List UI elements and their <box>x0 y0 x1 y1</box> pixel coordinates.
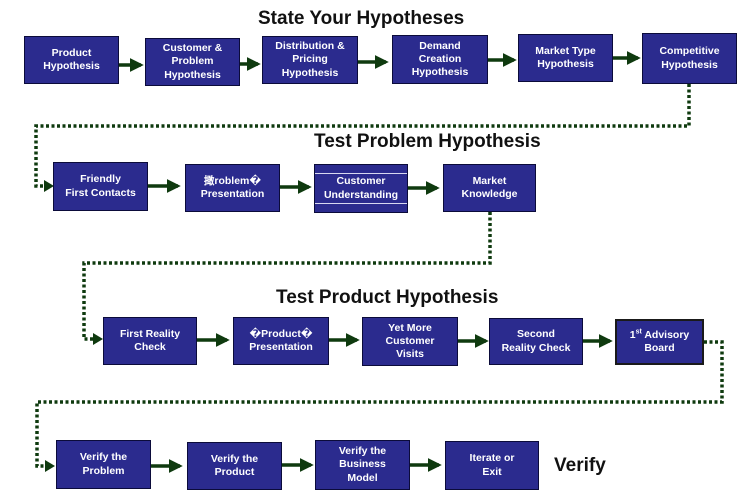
arrowhead <box>45 460 55 472</box>
customer-understanding-box: Customer Understanding <box>314 164 408 213</box>
first-reality-check-box: First Reality Check <box>103 317 197 365</box>
dotted-connector-row2-row3 <box>82 212 492 341</box>
customer-problem-hypothesis-box: Customer & Problem Hypothesis <box>145 38 240 86</box>
dotted-connectors <box>34 84 724 468</box>
verify-problem-box: Verify the Problem <box>56 440 151 489</box>
arrowhead <box>93 333 103 345</box>
state-hypotheses-title: State Your Hypotheses <box>258 8 465 29</box>
second-reality-check-box: Second Reality Check <box>489 318 583 365</box>
customer-visits-box: Yet More Customer Visits <box>362 317 458 366</box>
product-presentation-box: �Product� Presentation <box>233 317 329 365</box>
iterate-or-exit-box: Iterate or Exit <box>445 441 539 490</box>
verify-business-model-box: Verify the Business Model <box>315 440 410 490</box>
advisory-board-box: 1st Advisory Board <box>615 319 704 365</box>
competitive-hypothesis-box: Competitive Hypothesis <box>642 33 737 84</box>
demand-creation-hypothesis-box: Demand Creation Hypothesis <box>392 35 488 84</box>
market-type-hypothesis-box: Market Type Hypothesis <box>518 34 613 82</box>
dotted-connector-row1-row2 <box>34 84 691 188</box>
verify-title: Verify <box>554 455 606 476</box>
friendly-first-contacts-box: Friendly First Contacts <box>53 162 148 211</box>
product-hypothesis-box: Product Hypothesis <box>24 36 119 84</box>
test-problem-title: Test Problem Hypothesis <box>314 131 541 152</box>
problem-presentation-box: 撖roblem� Presentation <box>185 164 280 212</box>
advisory-board-label: 1st Advisory Board <box>629 328 690 354</box>
arrowhead <box>44 180 54 192</box>
dotted-connector-row3-row4 <box>35 340 724 468</box>
verify-product-box: Verify the Product <box>187 442 282 490</box>
test-product-title: Test Product Hypothesis <box>276 287 499 308</box>
distribution-pricing-hypothesis-box: Distribution & Pricing Hypothesis <box>262 36 358 84</box>
market-knowledge-box: Market Knowledge <box>443 164 536 212</box>
solid-arrows <box>119 51 641 473</box>
